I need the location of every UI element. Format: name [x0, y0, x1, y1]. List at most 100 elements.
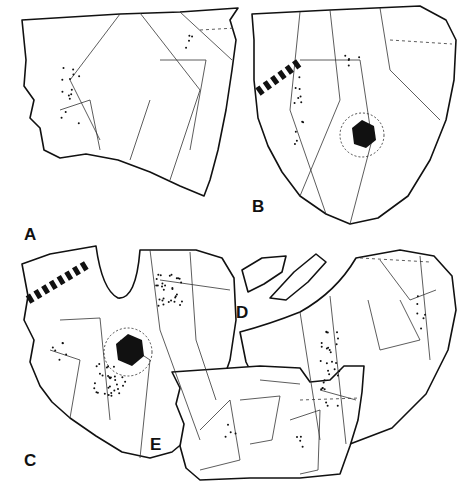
cell-dot — [416, 312, 418, 314]
cell-dot — [331, 361, 333, 363]
cell-dot — [322, 387, 324, 389]
cell-dot — [179, 304, 181, 306]
cell-dot — [162, 304, 164, 306]
cell-dot — [171, 287, 173, 289]
cell-dot — [301, 121, 303, 123]
cell-dot — [163, 289, 165, 291]
cell-dot — [176, 293, 178, 295]
cell-dot — [93, 387, 95, 389]
cell-dot — [158, 305, 160, 307]
cell-dot — [299, 88, 301, 90]
cell-dot — [108, 394, 110, 396]
panel-letter: B — [252, 198, 264, 215]
panel-letter: D — [236, 304, 248, 321]
cell-dot — [348, 58, 350, 60]
cell-dot — [336, 343, 338, 345]
hatched-bar — [258, 62, 300, 92]
cell-dot — [164, 284, 166, 286]
cell-dot — [110, 376, 112, 378]
cell-dot — [124, 381, 126, 383]
cell-dot — [109, 377, 111, 379]
cell-dot — [68, 94, 70, 96]
cell-dot — [329, 349, 331, 351]
cell-dot — [191, 35, 193, 37]
cell-dot — [417, 295, 419, 297]
cell-dot — [110, 392, 112, 394]
cell-dot — [54, 350, 56, 352]
cell-dot — [168, 301, 170, 303]
cell-dot — [235, 432, 237, 434]
cell-dot — [109, 385, 111, 387]
cell-dot — [121, 376, 123, 378]
hatched-bar — [28, 264, 88, 300]
cell-dot — [296, 140, 298, 142]
cell-dot — [122, 385, 124, 387]
cell-dot — [71, 89, 73, 91]
cell-dot — [96, 365, 98, 367]
cell-dot — [416, 303, 418, 305]
cell-dot — [170, 300, 172, 302]
section-outline — [252, 6, 456, 224]
cell-dot — [62, 342, 64, 344]
cell-dot — [61, 79, 63, 81]
cell-dot — [420, 328, 422, 330]
cell-dot — [188, 35, 190, 37]
cell-dot — [327, 332, 329, 334]
cell-dot — [161, 300, 163, 302]
cell-dot — [300, 101, 302, 103]
cell-dot — [107, 365, 109, 367]
cell-dot — [326, 362, 328, 364]
cell-dot — [324, 388, 326, 390]
cell-dot — [320, 360, 322, 362]
cell-dot — [72, 69, 74, 71]
cell-dot — [321, 342, 323, 344]
cell-dot — [99, 373, 101, 375]
cell-dot — [160, 274, 162, 276]
cell-dot — [337, 405, 339, 407]
cell-dot — [114, 379, 116, 381]
cell-dot — [225, 436, 227, 438]
cell-dot — [171, 274, 173, 276]
cell-dot — [98, 363, 100, 365]
cell-dot — [177, 277, 179, 279]
cell-dot — [295, 131, 297, 133]
cell-dot — [327, 370, 329, 372]
cell-dot — [113, 390, 115, 392]
cell-dot — [326, 348, 328, 350]
cell-dot — [118, 392, 120, 394]
cell-dot — [171, 288, 173, 290]
cell-dot — [157, 274, 159, 276]
tissue-fragment — [270, 254, 326, 300]
cell-dot — [348, 64, 350, 66]
cell-dot — [348, 59, 350, 61]
cell-dot — [180, 281, 182, 283]
cell-dot — [325, 402, 327, 404]
cell-dot — [62, 342, 64, 344]
cell-dot — [330, 351, 332, 353]
cell-dot — [300, 436, 302, 438]
cell-dot — [72, 73, 74, 75]
cell-dot — [78, 75, 80, 77]
cell-dot — [295, 87, 297, 89]
cell-dot — [302, 121, 304, 123]
tissue-fragment — [242, 256, 286, 292]
cell-dot — [78, 122, 80, 124]
cell-dot — [322, 387, 324, 389]
cell-dot — [175, 295, 177, 297]
cell-dot — [185, 47, 187, 49]
cell-dot — [300, 95, 302, 97]
cell-dot — [161, 286, 163, 288]
cell-dot — [94, 382, 96, 384]
cell-dot — [181, 301, 183, 303]
cell-dot — [70, 93, 72, 95]
cell-dot — [337, 374, 339, 376]
panel-letter: A — [24, 226, 36, 243]
cell-dot — [52, 346, 54, 348]
cell-dot — [110, 395, 112, 397]
cell-dot — [61, 91, 63, 93]
cell-dot — [336, 331, 338, 333]
cell-dot — [294, 143, 296, 145]
cell-dot — [169, 275, 171, 277]
cell-dot — [424, 314, 426, 316]
cell-dot — [65, 353, 67, 355]
